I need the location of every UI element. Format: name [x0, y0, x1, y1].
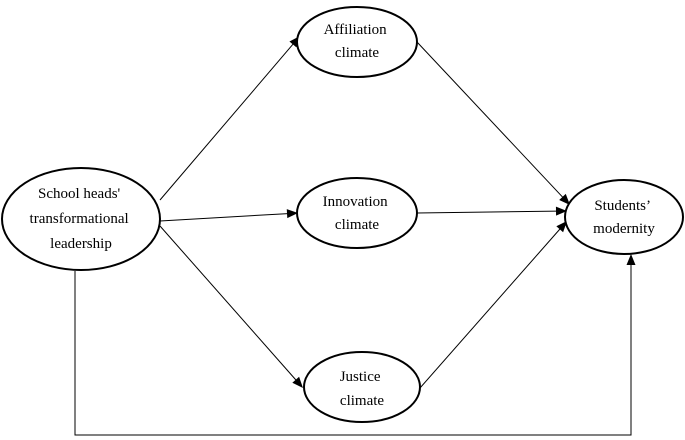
edge-leadership-to-affiliation-line [159, 43, 294, 201]
node-justice-line-2: climate [340, 393, 384, 409]
edge-innovation-to-modernity-line [416, 210, 558, 214]
edge-affiliation-to-modernity-line [416, 41, 564, 199]
node-leadership-line-1: School heads' [38, 186, 121, 202]
edge-affiliation-to-modernity [416, 41, 570, 205]
edges-layer [74, 36, 636, 436]
node-modernity-line-1: Students’ [594, 198, 650, 214]
edge-justice-to-modernity-line [419, 228, 561, 389]
node-affiliation-shape [296, 6, 418, 78]
node-modernity: Students’ modernity [564, 179, 684, 255]
edge-leadership-to-justice-arrowhead [292, 376, 303, 388]
edge-leadership-to-affiliation [159, 36, 300, 201]
node-leadership-line-2: transformational [30, 211, 129, 227]
edge-leadership-to-justice [159, 225, 303, 388]
edge-affiliation-to-modernity-arrowhead [559, 193, 570, 205]
node-justice-label: Justice climate [340, 369, 385, 409]
node-affiliation-line-1: Affiliation [324, 22, 388, 38]
node-innovation-line-1: Innovation [323, 194, 388, 210]
node-innovation-label: Innovation climate [323, 194, 392, 233]
node-affiliation-line-2: climate [335, 45, 379, 61]
edge-leadership-to-innovation-line [159, 213, 289, 222]
node-leadership: School heads' transformational leadershi… [1, 167, 161, 271]
node-innovation-line-2: climate [335, 217, 379, 233]
node-justice-shape [303, 351, 421, 423]
edge-innovation-to-modernity [416, 206, 567, 216]
edge-innovation-to-modernity-arrowhead [555, 206, 567, 216]
node-leadership-line-3: leadership [50, 236, 112, 252]
edge-leadership-to-innovation [159, 209, 298, 222]
edge-leadership-to-justice-line [159, 225, 297, 381]
node-modernity-line-2: modernity [593, 221, 655, 237]
edge-leadership-to-modernity-arrowhead [626, 254, 636, 265]
edge-justice-to-modernity-arrowhead [556, 221, 567, 233]
node-affiliation: Affiliation climate [296, 6, 418, 78]
edge-leadership-to-innovation-arrowhead [286, 209, 298, 219]
node-modernity-label: Students’ modernity [593, 198, 655, 237]
node-innovation: Innovation climate [296, 177, 418, 249]
node-affiliation-label: Affiliation climate [324, 22, 391, 61]
node-leadership-shape [1, 167, 161, 271]
node-modernity-shape [564, 179, 684, 255]
edge-justice-to-modernity [419, 221, 567, 389]
edge-leadership-to-modernity-line [74, 264, 632, 436]
edge-leadership-to-modernity [74, 254, 636, 436]
node-justice-line-1: Justice [340, 369, 381, 385]
node-leadership-label: School heads' transformational leadershi… [30, 186, 133, 252]
node-justice: Justice climate [303, 351, 421, 423]
node-innovation-shape [296, 177, 418, 249]
